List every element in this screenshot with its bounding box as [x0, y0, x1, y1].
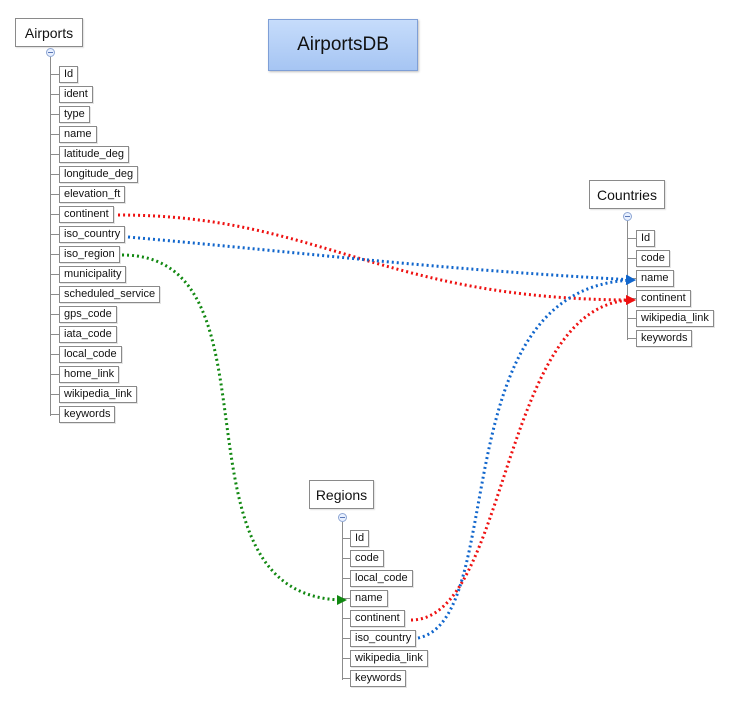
regions-field-wikipedia-link[interactable]: wikipedia_link	[350, 650, 428, 667]
regions-field-id[interactable]: Id	[350, 530, 370, 547]
airports-field-id[interactable]: Id	[59, 66, 79, 83]
regions-field-keywords[interactable]: keywords	[350, 670, 407, 687]
link-regions-iso-country-to-countries-name	[417, 275, 636, 640]
countries-collapse-icon[interactable]	[623, 212, 632, 221]
airports-field-ident[interactable]: ident	[59, 86, 93, 103]
regions-field-name[interactable]: name	[350, 590, 388, 607]
airports-field-keywords[interactable]: keywords	[59, 406, 116, 423]
countries-field-code[interactable]: code	[636, 250, 670, 267]
entity-countries[interactable]: Countries	[589, 180, 665, 209]
airports-field-iso-country[interactable]: iso_country	[59, 226, 126, 243]
entity-regions[interactable]: Regions	[309, 480, 374, 509]
link-airports-iso-country-to-countries-name	[127, 235, 636, 285]
regions-field-local-code[interactable]: local_code	[350, 570, 413, 587]
regions-collapse-icon[interactable]	[338, 513, 347, 522]
countries-field-id[interactable]: Id	[636, 230, 656, 247]
airports-field-name[interactable]: name	[59, 126, 97, 143]
airports-field-type[interactable]: type	[59, 106, 90, 123]
diagram-title: AirportsDB	[268, 19, 418, 71]
regions-field-code[interactable]: code	[350, 550, 384, 567]
countries-field-keywords[interactable]: keywords	[636, 330, 693, 347]
airports-field-continent[interactable]: continent	[59, 206, 114, 223]
airports-field-local-code[interactable]: local_code	[59, 346, 122, 363]
airports-field-iso-region[interactable]: iso_region	[59, 246, 120, 263]
airports-field-latitude-deg[interactable]: latitude_deg	[59, 146, 129, 163]
airports-field-elevation-ft[interactable]: elevation_ft	[59, 186, 126, 203]
airports-collapse-icon[interactable]	[46, 48, 55, 57]
airports-field-wikipedia-link[interactable]: wikipedia_link	[59, 386, 137, 403]
airports-field-municipality[interactable]: municipality	[59, 266, 127, 283]
link-regions-continent-to-countries-continent	[410, 295, 636, 622]
entity-airports[interactable]: Airports	[15, 18, 83, 47]
link-airports-continent-to-countries-continent	[117, 213, 636, 305]
airports-field-gps-code[interactable]: gps_code	[59, 306, 117, 323]
countries-field-name[interactable]: name	[636, 270, 674, 287]
countries-field-wikipedia-link[interactable]: wikipedia_link	[636, 310, 714, 327]
countries-field-continent[interactable]: continent	[636, 290, 691, 307]
link-airports-iso-region-to-regions-name	[121, 253, 347, 605]
regions-field-continent[interactable]: continent	[350, 610, 405, 627]
airports-field-longitude-deg[interactable]: longitude_deg	[59, 166, 139, 183]
airports-field-iata-code[interactable]: iata_code	[59, 326, 117, 343]
regions-field-iso-country[interactable]: iso_country	[350, 630, 417, 647]
airports-field-scheduled-service[interactable]: scheduled_service	[59, 286, 161, 303]
airports-field-home-link[interactable]: home_link	[59, 366, 120, 383]
